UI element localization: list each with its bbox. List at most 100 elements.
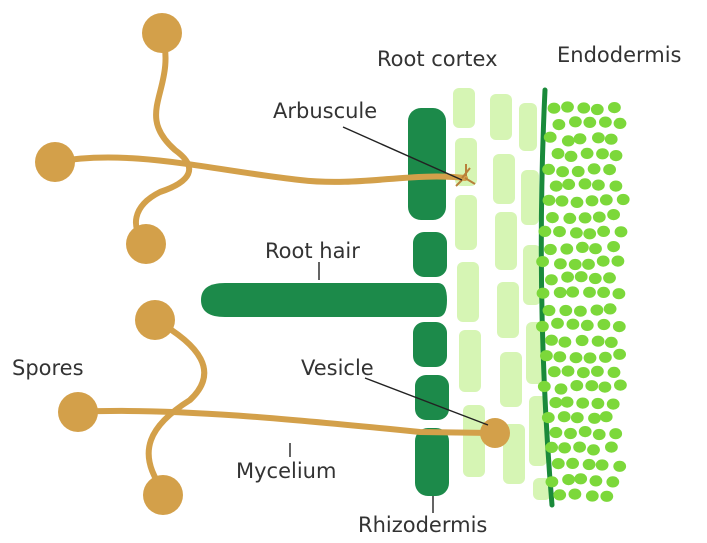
chloroplast-dot	[592, 180, 605, 191]
chloroplast-dot	[613, 461, 626, 472]
chloroplast-dot	[581, 148, 594, 159]
chloroplast-dot	[603, 272, 616, 283]
chloroplast-dot	[564, 428, 577, 439]
chloroplast-dot	[549, 397, 562, 408]
chloroplast-dot	[574, 473, 587, 484]
chloroplast-dot	[613, 349, 626, 360]
chloroplast-dot	[583, 287, 596, 298]
chloroplast-dot	[613, 321, 626, 332]
chloroplast-dot	[592, 398, 605, 409]
chloroplast-dot	[590, 475, 603, 486]
chloroplast-dot	[577, 102, 590, 113]
chloroplast-dot	[553, 119, 566, 130]
chloroplast-dot	[560, 243, 573, 254]
chloroplast-dot	[569, 116, 582, 127]
chloroplast-dot	[562, 474, 575, 485]
chloroplast-dot	[544, 244, 557, 255]
chloroplast-dot	[558, 411, 571, 422]
chloroplast-dot	[540, 350, 553, 361]
chloroplast-dot	[591, 305, 604, 316]
chloroplast-dot	[588, 163, 601, 174]
chloroplast-dot	[582, 259, 595, 270]
chloroplast-dot	[607, 241, 620, 252]
chloroplast-dot	[562, 179, 575, 190]
chloroplast-dot	[542, 164, 555, 175]
chloroplast-dot	[593, 429, 606, 440]
chloroplast-dot	[536, 256, 549, 267]
chloroplast-dot	[608, 367, 621, 378]
chloroplast-dot	[607, 209, 620, 220]
chloroplast-dot	[585, 380, 598, 391]
chloroplast-dot	[553, 489, 566, 500]
chloroplast-dot	[574, 133, 587, 144]
chloroplast-dot	[571, 197, 584, 208]
chloroplast-dot	[562, 135, 575, 146]
chloroplast-dot	[583, 228, 596, 239]
chloroplast-dot	[559, 337, 572, 348]
chloroplast-dot	[562, 366, 575, 377]
spore	[135, 300, 175, 340]
chloroplast-dot	[550, 181, 563, 192]
chloroplast-dot	[574, 306, 587, 317]
chloroplast-dot	[571, 412, 584, 423]
chloroplast-dot	[598, 319, 611, 330]
chloroplast-dot	[593, 212, 606, 223]
chloroplast-dot	[615, 226, 628, 237]
chloroplast-dot	[554, 287, 567, 298]
chloroplast-dot	[552, 458, 565, 469]
chloroplast-dot	[542, 412, 555, 423]
chloroplast-dot	[543, 195, 556, 206]
chloroplast-dot	[614, 118, 627, 129]
chloroplast-dot	[561, 101, 574, 112]
chloroplast-dot	[600, 411, 613, 422]
chloroplast-dot	[559, 305, 572, 316]
chloroplast-dot	[563, 213, 576, 224]
chloroplast-dot	[586, 195, 599, 206]
chloroplast-dot	[552, 148, 565, 159]
spore	[142, 13, 182, 53]
spore	[58, 392, 98, 432]
chloroplast-dot	[599, 117, 612, 128]
chloroplast-dot	[545, 442, 558, 453]
chloroplast-dot	[579, 212, 592, 223]
chloroplast-dot	[591, 104, 604, 115]
chloroplast-dot	[565, 151, 578, 162]
chloroplast-dot	[548, 366, 561, 377]
chloroplast-dot	[589, 273, 602, 284]
label-arbuscule: Arbuscule	[273, 99, 377, 123]
vesicle	[480, 418, 510, 448]
chloroplast-dot	[546, 212, 559, 223]
chloroplast-dot	[591, 366, 604, 377]
chloroplast-dot	[597, 287, 610, 298]
label-endodermis: Endodermis	[557, 43, 682, 67]
chloroplast-dot	[576, 242, 589, 253]
chloroplast-dot	[575, 271, 588, 282]
chloroplast-dot	[553, 226, 566, 237]
chloroplast-dot	[537, 288, 550, 299]
chloroplast-dot	[556, 195, 569, 206]
chloroplast-dot	[569, 489, 582, 500]
chloroplast-dot	[583, 459, 596, 470]
chloroplast-dot	[587, 444, 600, 455]
chloroplast-dot	[550, 427, 563, 438]
chloroplast-dot	[572, 166, 585, 177]
chloroplast-dot	[589, 243, 602, 254]
spore	[143, 475, 183, 515]
chloroplast-dot	[576, 398, 589, 409]
spore	[35, 142, 75, 182]
chloroplast-dot	[566, 458, 579, 469]
chloroplast-dot	[579, 178, 592, 189]
chloroplast-dot	[600, 194, 613, 205]
chloroplast-dot	[599, 382, 612, 393]
chloroplast-dot	[536, 321, 549, 332]
label-rhizodermis: Rhizodermis	[358, 513, 487, 537]
chloroplast-dot	[609, 428, 622, 439]
chloroplast-dot	[588, 413, 601, 424]
chloroplast-dot	[603, 164, 616, 175]
chloroplast-dot	[567, 319, 580, 330]
chloroplast-dot	[539, 226, 552, 237]
chloroplast-dot	[605, 337, 618, 348]
chloroplast-dot	[605, 442, 618, 453]
